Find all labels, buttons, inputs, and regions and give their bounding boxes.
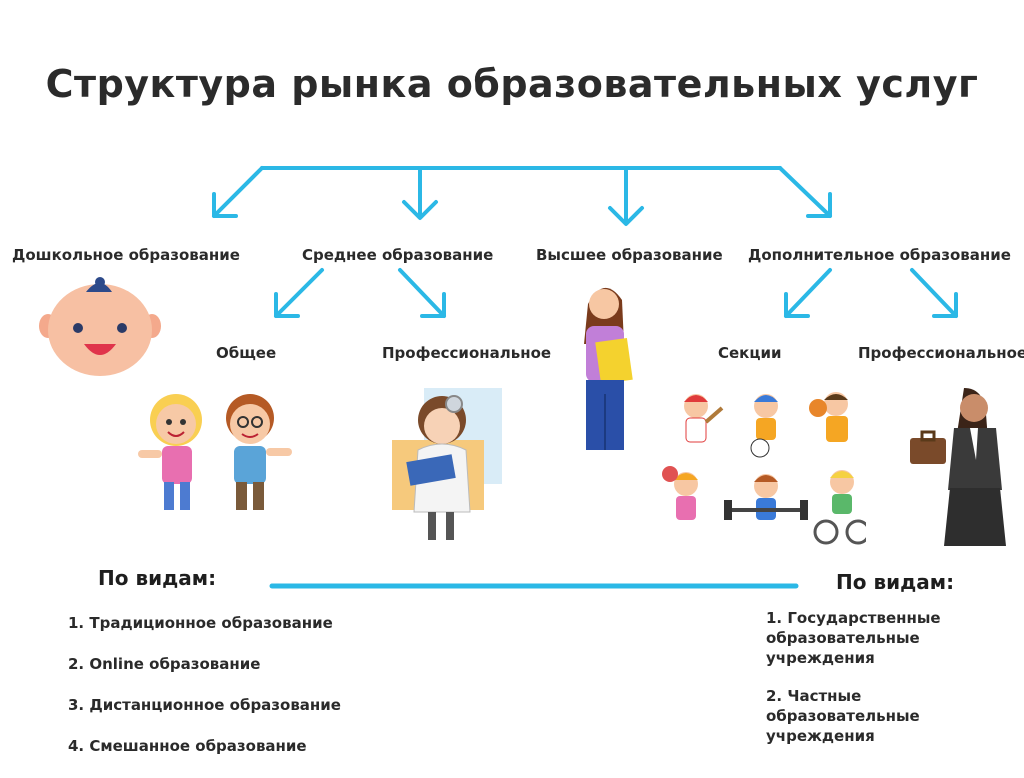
diagram-title: Структура рынка образовательных услуг [45, 62, 979, 106]
label-additional-professional: Профессиональное [858, 344, 1024, 362]
left-types-heading: По видам: [98, 566, 217, 590]
list-item: 2. Online образование [68, 655, 261, 673]
label-additional-sections: Секции [718, 344, 782, 362]
label-secondary-general: Общее [216, 344, 277, 362]
list-item: 4. Смешанное образование [68, 737, 307, 755]
list-item: 3. Дистанционное образование [68, 696, 341, 714]
businesswoman-icon [910, 388, 1006, 546]
left-types-list: 1. Традиционное образование 2. Online об… [68, 614, 341, 778]
label-secondary-professional: Профессиональное [382, 344, 552, 362]
list-item: 1. Традиционное образование [68, 614, 333, 632]
student-woman-icon [584, 287, 633, 450]
right-types-list: 1. Государственные образовательные учреж… [766, 608, 1014, 764]
baby-face-icon [39, 277, 161, 376]
school-kids-icon [138, 394, 292, 510]
label-secondary: Среднее образование [302, 246, 494, 264]
list-item: 2. Частные образовательные учреждения [766, 687, 920, 745]
doctor-icon [392, 388, 502, 540]
label-preschool: Дошкольное образование [12, 246, 240, 264]
list-item: 1. Государственные образовательные учреж… [766, 609, 941, 667]
label-higher: Высшее образование [536, 246, 723, 264]
sport-sections-icon [662, 392, 866, 545]
right-types-heading: По видам: [836, 570, 955, 594]
label-additional: Дополнительное образование [748, 246, 1011, 264]
